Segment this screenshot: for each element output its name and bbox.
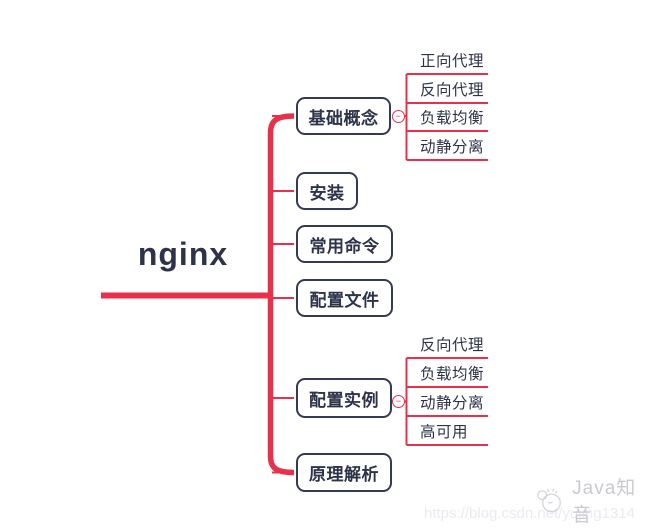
topic-principle-analysis[interactable]: 原理解析: [296, 453, 392, 492]
topic-basic-concepts[interactable]: 基础概念: [296, 97, 391, 135]
topic-config-examples[interactable]: 配置实例: [296, 378, 392, 418]
collapse-minus-icon[interactable]: −: [391, 109, 405, 123]
root-underline-bar: [101, 292, 273, 299]
subtopic-reverse-proxy[interactable]: 反向代理: [420, 82, 485, 99]
subtopic-static-dynamic[interactable]: 动静分离: [420, 139, 485, 156]
topic-config-file[interactable]: 配置文件: [296, 279, 393, 317]
brand-watermark: Java知音: [534, 478, 654, 526]
trunk-line: [267, 113, 295, 476]
subtopic-forward-proxy[interactable]: 正向代理: [420, 53, 485, 70]
subtopic-high-availability[interactable]: 高可用: [420, 424, 469, 441]
root-topic-nginx[interactable]: nginx: [137, 236, 229, 272]
subtopic-reverse-proxy[interactable]: 反向代理: [420, 337, 485, 354]
subtopic-static-dynamic[interactable]: 动静分离: [420, 395, 485, 412]
subtopic-load-balancing[interactable]: 负载均衡: [420, 110, 485, 127]
subtopic-load-balancing[interactable]: 负载均衡: [420, 366, 485, 383]
bird-mascot-icon: [537, 488, 561, 513]
topic-common-commands[interactable]: 常用命令: [296, 225, 393, 263]
branch-connectors: [272, 115, 294, 474]
brand-name: Java知音: [572, 478, 637, 526]
topic-install[interactable]: 安装: [296, 172, 358, 210]
url-watermark: https://blog.csdn.net/yujing1314: [424, 505, 635, 522]
collapse-minus-icon[interactable]: −: [392, 395, 405, 408]
